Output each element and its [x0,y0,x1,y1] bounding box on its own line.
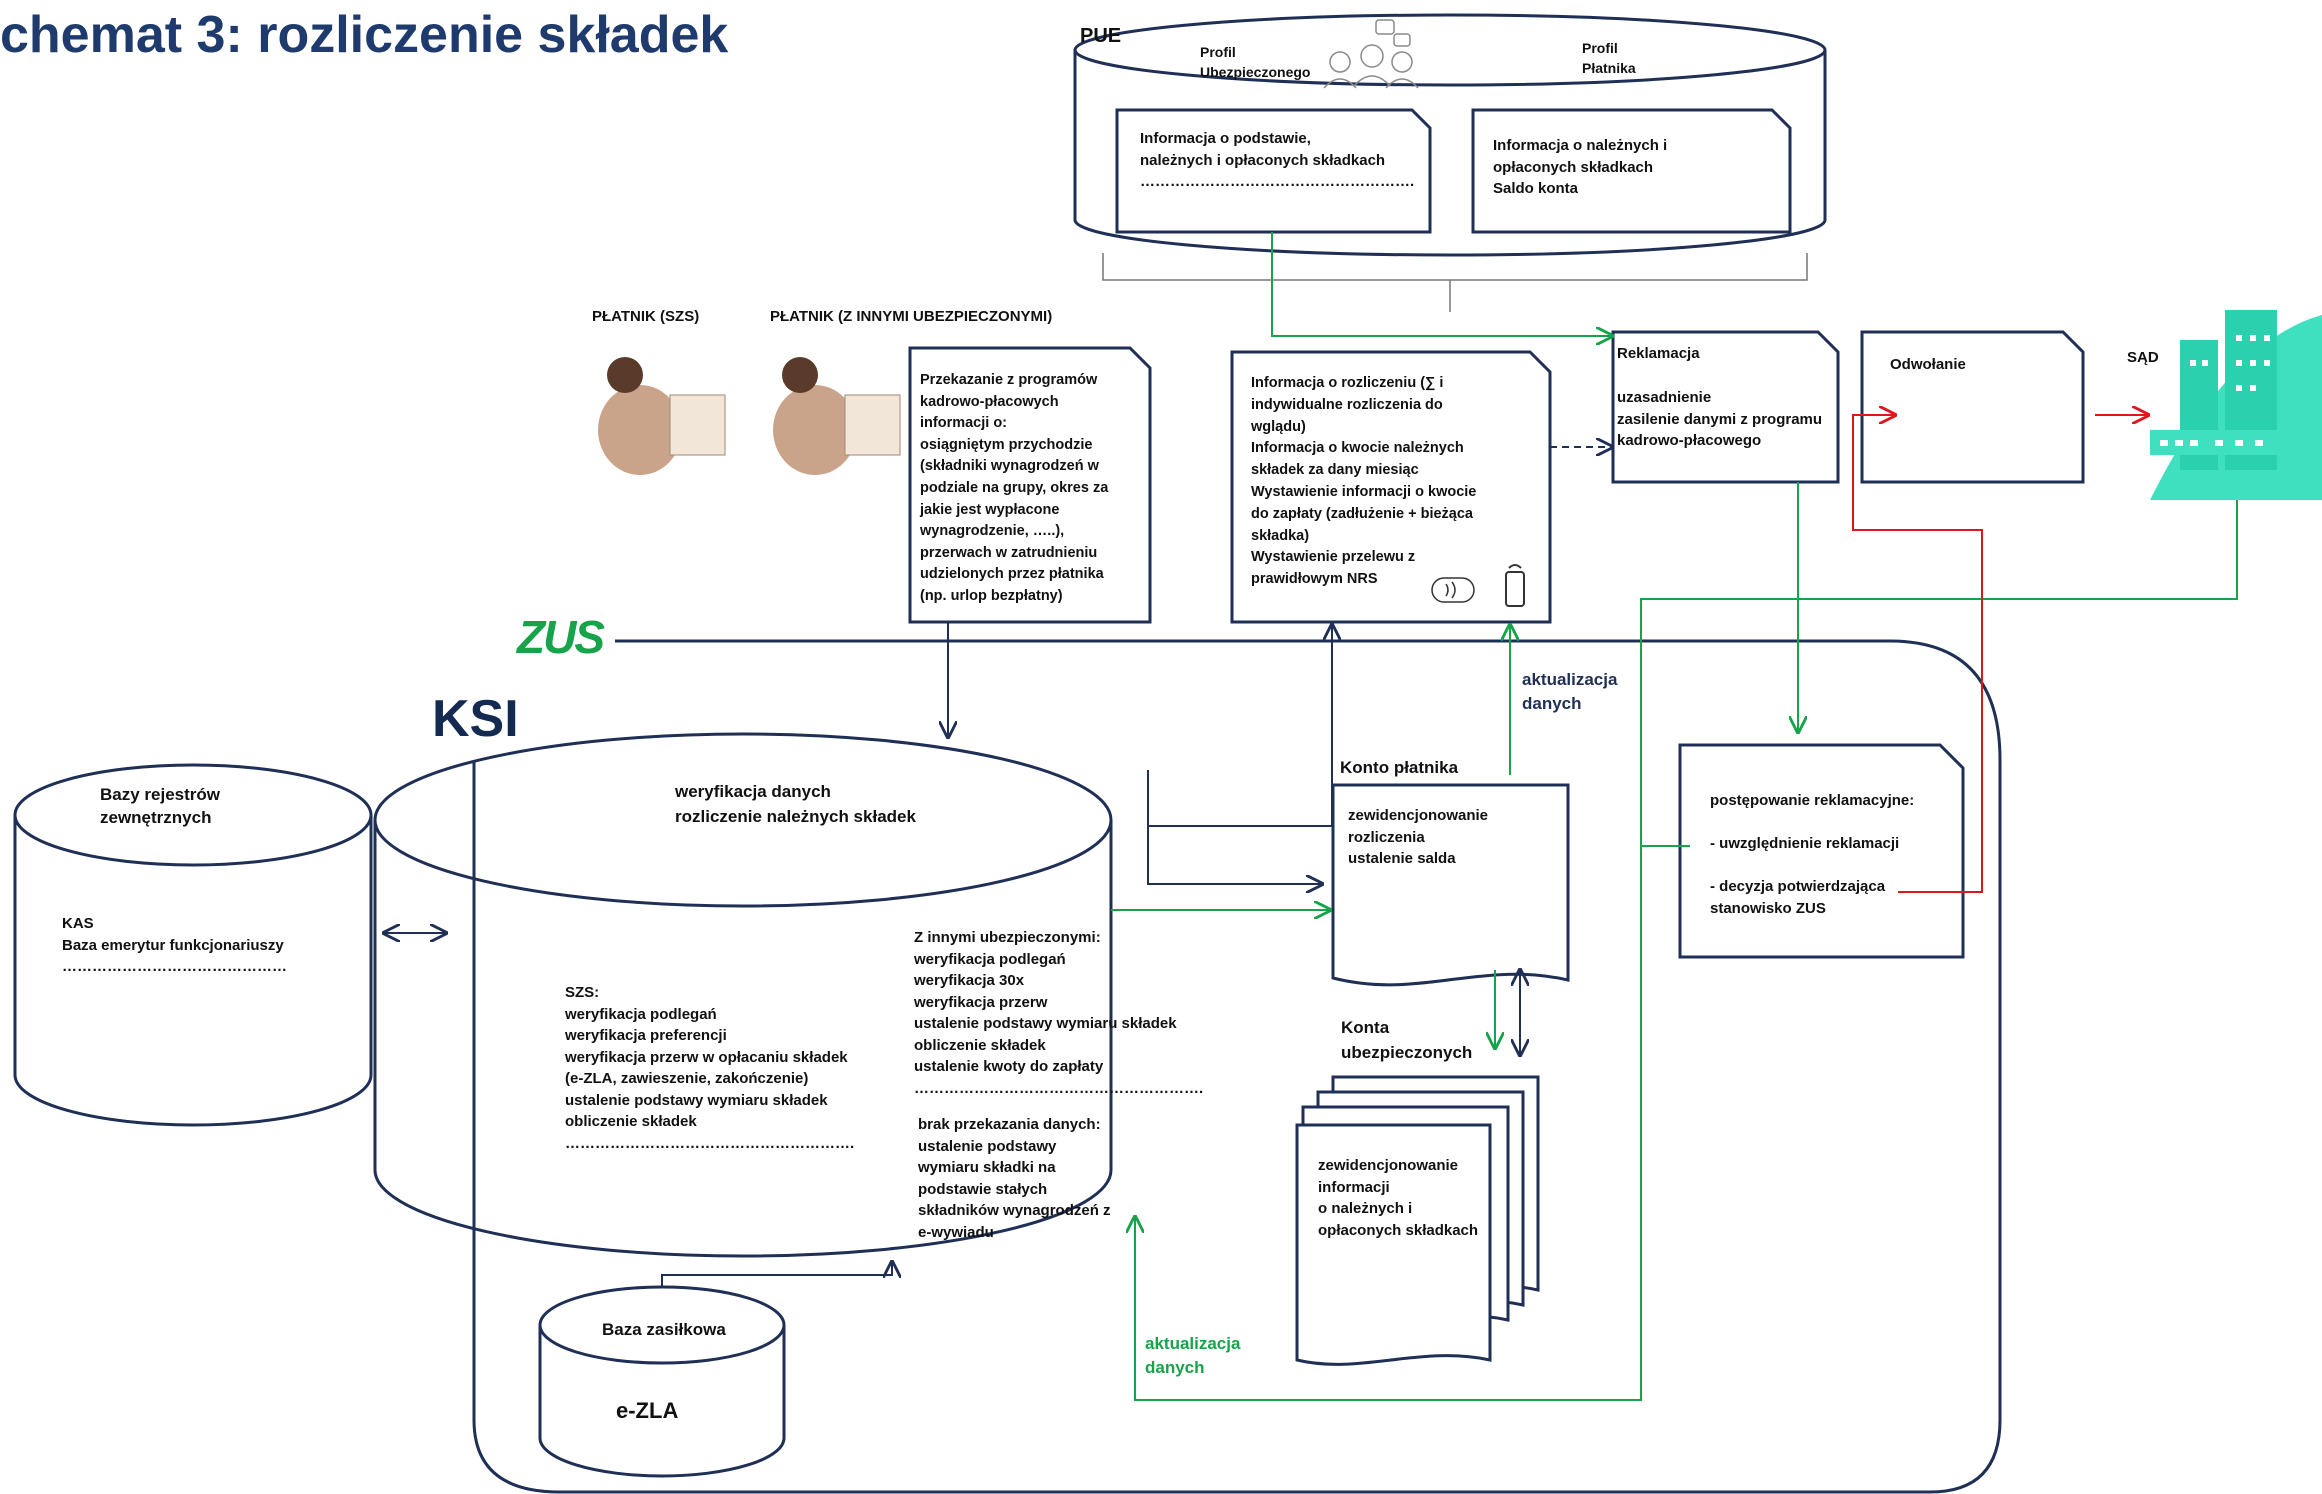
konta-ubezpieczonych-title: Konta ubezpieczonych [1341,1018,1473,1062]
baza-zasilkowa-body: e-ZLA [616,1398,679,1423]
bazy-rejestrow-cylinder [13,763,373,1127]
contactless-payment-icon [1431,577,1475,603]
arrow-sad-aktualizacja [1135,500,2238,1401]
weryfikacja-szs: SZS: weryfikacja podlegań weryfikacja pr… [565,984,855,1152]
odwolanie-label: Odwołanie [1890,356,1966,373]
reklamacja-body: uzasadnienie zasilenie danymi z programu… [1617,389,1823,449]
arrow-weryfikacja-konto-platnika [1147,770,1322,884]
baza-zasilkowa-title: Baza zasiłkowa [602,1320,726,1339]
pue-cylinder [1073,13,1827,257]
weryfikacja-cylinder [373,732,1113,1258]
przekazanie-doc [908,346,1152,624]
person-computer-icon [598,357,726,475]
reklamacja-title: Reklamacja [1617,345,1700,362]
zus-logo: ZUS [517,611,605,663]
konta-stack-front [1295,1123,1492,1366]
weryfikacja-inni: Z innymi ubezpieczonymi: weryfikacja pod… [914,929,1204,1097]
przekazanie-text: Przekazanie z programów kadrowo-płacowyc… [920,372,1109,604]
arrow-zasilkowa-weryfikacja [661,1262,892,1287]
pue-label: PUE [1080,25,1122,47]
profil-ubezpieczonego-label: Profil Ubezpieczonego [1200,44,1311,80]
pue-doc-right-text: Informacja o należnych i opłaconych skła… [1493,137,1668,197]
konta-ubezpieczonych-body: zewidencjonowanie informacji o należnych… [1318,1157,1479,1239]
konto-platnika-body: zewidencjonowanie rozliczenia ustalenie … [1348,807,1489,867]
konto-platnika-doc [1331,783,1570,987]
platnik-szs-label: PŁATNIK (SZS) [592,308,700,325]
platnik-inni-label: PŁATNIK (Z INNYMI UBEZPIECZONYMI) [770,308,1053,325]
postepowanie-text: postępowanie reklamacyjne: - uwzględnien… [1710,792,1915,917]
ksi-label: KSI [432,690,519,748]
court-building-icon [2150,310,2322,500]
pue-doc-left-text: Informacja o podstawie, należnych i opła… [1140,130,1415,190]
users-icon [1323,19,1419,89]
bazy-rejestrow-body: KAS Baza emerytur funkcjonariuszy ………………… [62,915,287,975]
reklamacja-doc [1611,330,1840,484]
aktualizacja-bottom-label: aktualizacja danych [1145,1334,1241,1377]
pue-doc-left [1115,108,1432,234]
odwolanie-doc [1860,330,2085,484]
informacja-doc [1230,350,1552,624]
weryfikacja-brak: brak przekazania danych: ustalenie podst… [918,1116,1111,1241]
aktualizacja-top-label: aktualizacja danych [1522,670,1618,713]
profil-platnika-label: Profil Płatnika [1582,40,1636,76]
arrow-decyzja-odwolanie [1852,415,1983,893]
bazy-rejestrow-title: Bazy rejestrów zewnętrznych [100,785,220,827]
konto-platnika-title: Konto płatnika [1340,758,1459,777]
ksi-container [472,639,2002,1494]
page-title: chemat 3: rozliczenie składek [0,6,729,64]
arrow-pue-reklamacja [1271,232,1612,336]
baza-zasilkowa-cylinder [538,1285,786,1478]
pue-brace [1102,253,1808,312]
sad-label: SĄD [2127,349,2159,366]
arrow-to-informacja [1148,625,1332,827]
person-computer-icon [773,357,901,475]
pue-doc-right [1471,108,1792,234]
weryfikacja-title: weryfikacja danych rozliczenie należnych… [675,782,916,826]
informacja-text: Informacja o rozliczeniu (∑ i indywidual… [1251,375,1477,588]
postepowanie-doc [1678,743,1965,959]
smartphone-icon [1505,564,1525,607]
